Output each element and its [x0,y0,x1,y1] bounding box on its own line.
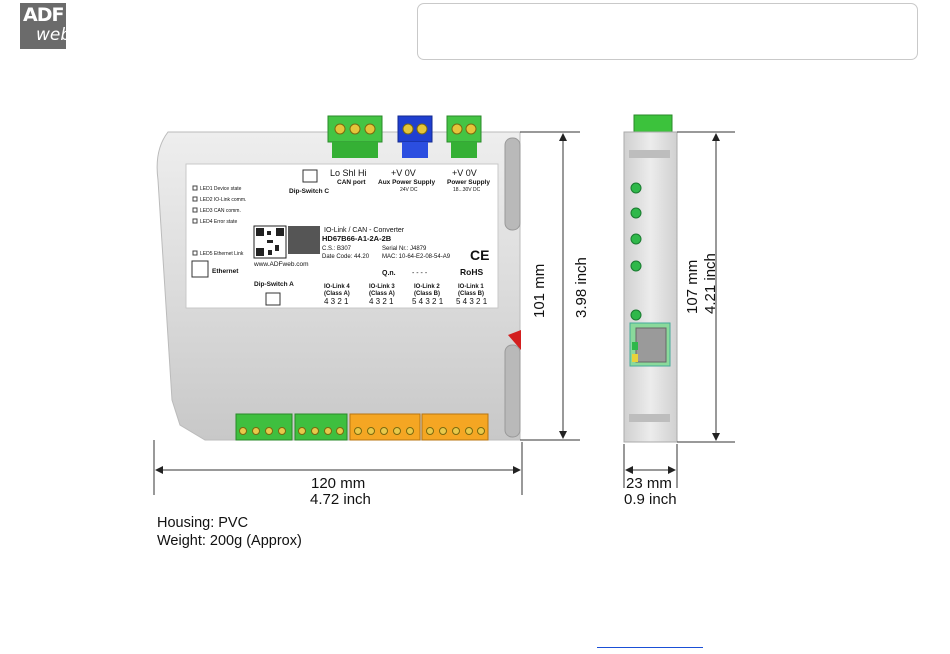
depth-inch: 0.9 inch [624,491,677,508]
io-link-1-name: IO-Link 1 [458,284,484,290]
io-link-1-pins: 5 4 3 2 1 [456,297,488,306]
qr-code [253,225,287,259]
dimension-lines [153,131,735,495]
power-supply-label: Power Supply [447,179,490,186]
led3-label: LED3 CAN comm. [200,208,241,214]
weight-spec: Weight: 200g (Approx) [157,533,302,549]
led1-label: LED1 Device state [200,186,242,192]
aux-power-voltage: 24V DC [400,187,418,193]
bottom-terminals [235,413,489,441]
depth-mm: 23 mm [626,475,672,492]
io-link-4-pins: 4 3 2 1 [324,297,349,306]
dip-switch-a-icon [265,292,281,306]
width-inch: 4.72 inch [310,491,371,508]
side-height-inch: 4.21 inch [702,253,719,314]
side-housing [623,114,678,443]
power-terminal-labels: +V 0V [452,168,477,178]
led5-label: LED5 Ethernet Link [200,251,244,257]
ethernet-label: Ethernet [212,268,239,275]
label-plate [185,163,499,309]
product-code: HD67B66-A1-2A-2B [322,234,392,243]
housing-spec: Housing: PVC [157,515,249,531]
rohs-mark: RoHS [460,267,483,277]
io-link-1-class: (Class B) [458,291,484,297]
front-height-mm: 101 mm [531,264,548,318]
date-code: Date Code: 44.20 [322,254,370,260]
aux-power-label: Aux Power Supply [378,179,435,186]
io-link-4-name: IO-Link 4 [324,284,350,290]
led2-label: LED2 IO-Link comm. [200,197,246,203]
io-link-2-class: (Class B) [414,291,440,297]
io-link-3-name: IO-Link 3 [369,284,395,290]
width-mm: 120 mm [311,475,365,492]
label-logo [288,226,320,254]
can-terminal-labels: Lo Shl Hi [330,168,367,178]
link-underline[interactable] [597,647,703,648]
ce-mark: CE [470,247,489,263]
logo-line-1: ADF [23,4,64,26]
side-height-mm: 107 mm [684,260,701,314]
product-name: IO-Link / CAN - Converter [324,227,405,234]
qn-label: Q.n. [382,270,396,277]
io-link-3-pins: 4 3 2 1 [369,297,394,306]
qn-dashes: - - - - [412,270,428,277]
dip-switch-a-label: Dip-Switch A [254,281,294,288]
io-link-3-class: (Class A) [369,291,395,297]
adfweb-logo: ADF web [20,3,71,49]
front-height-inch: 3.98 inch [573,257,590,318]
power-supply-voltage: 18...30V DC [453,187,481,193]
top-terminals [327,115,482,158]
io-link-4-class: (Class A) [324,291,350,297]
led4-label: LED4 Error state [200,219,237,225]
io-link-2-pins: 5 4 3 2 1 [412,297,444,306]
dip-switch-c-icon [302,169,318,183]
label-url: www.ADFweb.com [253,261,309,268]
can-port-label: CAN port [337,179,366,186]
dip-switch-c-label: Dip-Switch C [289,188,329,195]
header-box [417,3,918,60]
aux-terminal-labels: +V 0V [391,168,416,178]
mac-address: MAC: 10-64-E2-08-54-A9 [382,254,451,260]
logo-line-2: web [36,25,72,45]
ethernet-port-icon [191,260,209,278]
led-indicators [192,185,198,256]
serial-number: Serial Nr.: J4879 [382,246,427,252]
cs-code: C.S.: B307 [322,246,352,252]
io-link-2-name: IO-Link 2 [414,284,440,290]
